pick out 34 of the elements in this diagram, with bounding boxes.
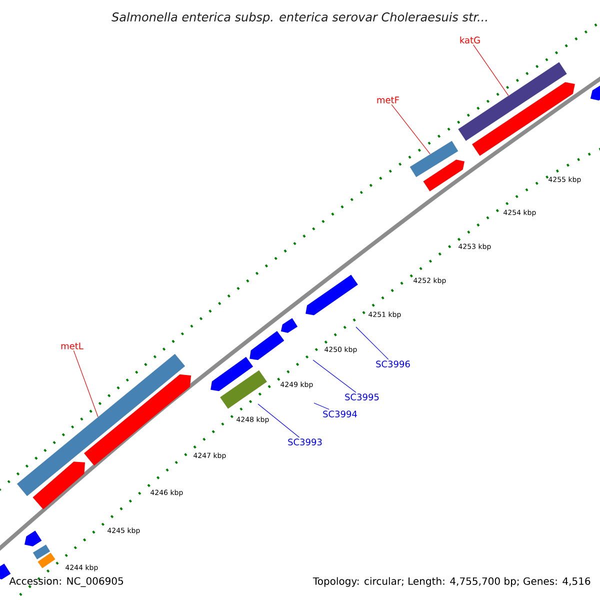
accession-text: Accession: NC_006905: [9, 577, 124, 587]
gene-label: metF: [377, 96, 399, 104]
gene-bar: [410, 140, 458, 178]
gene-bar: [16, 354, 186, 496]
gene-bar: [280, 318, 298, 333]
gene-bar: [220, 370, 267, 409]
leader-line: [258, 404, 300, 438]
gene-label: SC3996: [376, 360, 410, 368]
leader-line: [312, 360, 356, 393]
gene-bar: [24, 530, 42, 546]
gene-label: SC3993: [288, 438, 322, 446]
gene-bar: [458, 62, 567, 141]
leader-line: [356, 326, 389, 360]
gene-bar: [472, 82, 575, 156]
leader-line: [73, 350, 98, 418]
gene-bar: [38, 552, 56, 568]
gene-bar: [84, 374, 192, 466]
leader-line: [472, 44, 509, 96]
gene-bar: [590, 85, 600, 101]
title: Salmonella enterica subsp. enterica serovar Choleraesuis str...: [112, 12, 487, 24]
gene-label: SC3995: [345, 394, 379, 400]
gene-bar: [423, 160, 465, 192]
gene-label: katG: [460, 36, 480, 44]
genome-summary: Topology: circular; Length: 4,755,700 bp; Genes: 4,516: [312, 577, 590, 587]
leader-line: [391, 104, 430, 154]
leader-line: [314, 402, 330, 410]
gene-bar: [32, 462, 86, 510]
gene-bar: [210, 356, 254, 392]
gene-bar: [306, 274, 358, 316]
gene-label: metL: [61, 342, 84, 350]
gene-label: SC3994: [323, 410, 357, 418]
gene-bar: [250, 330, 284, 360]
gene-bar: [0, 564, 11, 580]
gene-bar: [32, 544, 50, 560]
